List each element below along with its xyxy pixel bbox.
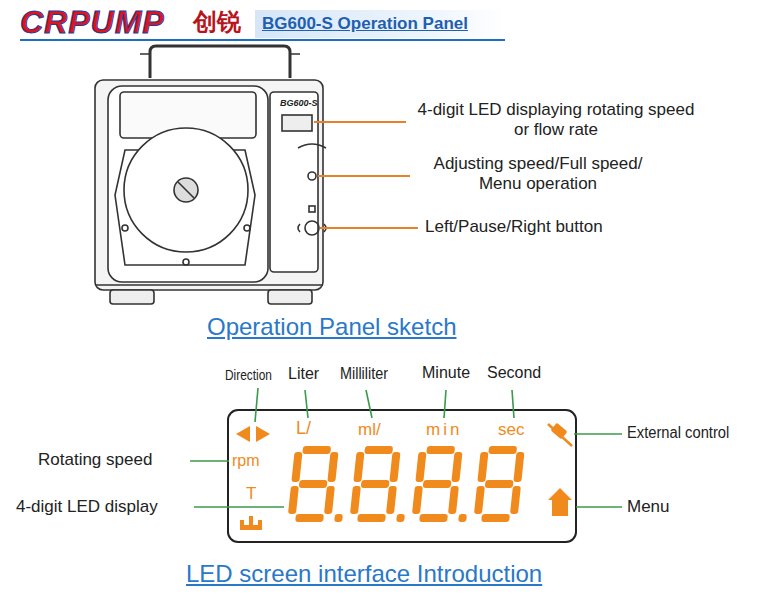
segment bbox=[288, 486, 299, 514]
segment bbox=[327, 452, 338, 482]
figure-caption: LED screen interface Introduction bbox=[186, 560, 542, 588]
segment bbox=[426, 446, 455, 454]
segment bbox=[510, 486, 521, 514]
part-label: Menu bbox=[627, 497, 670, 517]
part-label: Second bbox=[487, 364, 541, 382]
screen-text: rpm bbox=[232, 452, 260, 470]
brand-chinese: 创锐 bbox=[193, 8, 241, 36]
segment bbox=[458, 514, 467, 522]
callout-text: 4-digit LED displaying rotating speed or… bbox=[410, 100, 702, 139]
part-label: Liter bbox=[288, 365, 319, 383]
part-label: External control bbox=[627, 424, 729, 442]
segment bbox=[396, 514, 405, 522]
segment bbox=[364, 446, 393, 454]
segment bbox=[419, 514, 448, 522]
brand-logo: CRPUMP bbox=[20, 4, 165, 41]
screen-text: ml/ bbox=[358, 420, 381, 440]
segment bbox=[295, 514, 324, 522]
segment bbox=[412, 486, 423, 514]
screen-text: T bbox=[246, 484, 256, 504]
segment bbox=[481, 514, 510, 522]
callout-lines bbox=[314, 122, 418, 228]
callout-text: Adjusting speed/Full speed/ Menu operati… bbox=[414, 154, 662, 193]
segment bbox=[361, 480, 390, 488]
figure-caption: Operation Panel sketch bbox=[207, 313, 456, 341]
pump-drawing bbox=[95, 46, 326, 304]
segment bbox=[291, 452, 302, 482]
part-label: 4-digit LED display bbox=[16, 497, 158, 517]
segment bbox=[350, 486, 361, 514]
part-label: Rotating speed bbox=[38, 450, 152, 470]
model-label: BG600-S bbox=[280, 98, 318, 108]
digit bbox=[287, 446, 350, 522]
segment bbox=[513, 452, 524, 482]
segment bbox=[299, 480, 328, 488]
title-band bbox=[255, 10, 505, 38]
segment bbox=[357, 514, 386, 522]
segment bbox=[451, 452, 462, 482]
seven-segment-digits bbox=[287, 446, 525, 522]
header-title: BG600-S Operation Panel bbox=[262, 14, 468, 34]
segment bbox=[324, 486, 335, 514]
led-screen bbox=[228, 410, 576, 542]
part-label: Direction bbox=[225, 367, 272, 383]
segment bbox=[485, 480, 514, 488]
segment bbox=[353, 452, 364, 482]
segment bbox=[334, 514, 343, 522]
screen-text: L/ bbox=[296, 418, 311, 439]
digit bbox=[473, 446, 525, 522]
screen-text: min bbox=[426, 420, 462, 440]
segment bbox=[423, 480, 452, 488]
segment bbox=[302, 446, 331, 454]
callout-text: Left/Pause/Right button bbox=[425, 217, 603, 237]
segment bbox=[474, 486, 485, 514]
digit bbox=[411, 446, 474, 522]
screen-text: sec bbox=[498, 420, 524, 440]
part-label: Milliliter bbox=[340, 365, 388, 383]
segment bbox=[448, 486, 459, 514]
segment bbox=[477, 452, 488, 482]
leader-lines bbox=[190, 388, 622, 507]
segment bbox=[386, 486, 397, 514]
digit bbox=[349, 446, 412, 522]
segment bbox=[389, 452, 400, 482]
part-label: Minute bbox=[422, 364, 470, 382]
segment bbox=[415, 452, 426, 482]
segment bbox=[488, 446, 517, 454]
